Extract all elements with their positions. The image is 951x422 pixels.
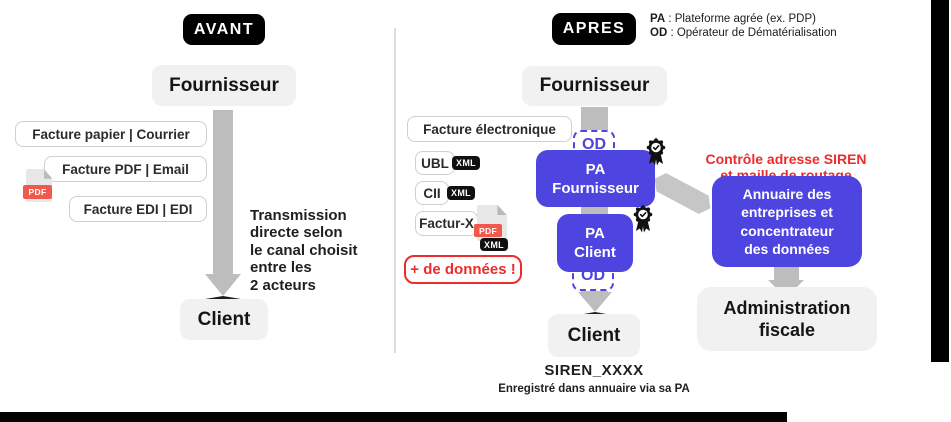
siren-note: Enregistré dans annuaire via sa PA: [479, 383, 709, 395]
client-label-left: Client: [197, 308, 251, 330]
apres-badge-label: APRES: [562, 20, 626, 37]
od-badge-top-label: OD: [582, 136, 606, 153]
legend-line-pa: PA : Plateforme agrée (ex. PDP): [650, 12, 890, 26]
facturx-file-fold: [497, 205, 507, 216]
format-ubl-label: UBL: [421, 155, 449, 171]
pa-supplier-line2: Fournisseur: [552, 179, 639, 197]
pa-supplier-line1: PA: [585, 160, 606, 178]
section-divider: [394, 28, 396, 353]
tax-admin-label: Administration fiscale: [723, 298, 851, 340]
siren-text: SIREN_XXXX: [544, 362, 644, 379]
channel-box-paper: Facture papier | Courrier: [15, 121, 207, 147]
pdf-file-fold: [43, 169, 52, 179]
pa-client-node: PA Client: [557, 214, 633, 272]
channel-box-edi: Facture EDI | EDI: [69, 196, 207, 222]
client-node-right: Client: [548, 314, 640, 357]
right-edge-bar: [931, 0, 949, 362]
more-data-label: + de données !: [410, 261, 516, 278]
left-flow-arrow-head: [205, 274, 241, 299]
format-box-cii: CII: [415, 181, 449, 205]
pa-client-line1: PA: [585, 225, 605, 242]
xml-tag-cii-label: XML: [451, 188, 471, 198]
pa-supplier-node: PA Fournisseur: [536, 150, 655, 207]
directory-to-tax-arrow-shaft: [774, 266, 799, 282]
avant-badge-label: AVANT: [193, 20, 255, 38]
xml-tag-ubl: XML: [452, 156, 480, 170]
format-facturx-label: Factur-X: [419, 216, 474, 231]
legend-od-abbr: OD: [650, 27, 668, 39]
bottom-edge-bar: [0, 412, 787, 422]
client-label-right: Client: [567, 324, 621, 346]
certification-rosette-icon: [646, 138, 666, 166]
legend: PA : Plateforme agrée (ex. PDP) OD : Opé…: [650, 12, 890, 40]
legend-pa-text: : Plateforme agrée (ex. PDP): [665, 13, 816, 25]
channel-pdf-label: Facture PDF | Email: [62, 161, 189, 177]
client-node-left: Client: [180, 299, 268, 340]
e-invoice-label: Facture électronique: [423, 121, 556, 137]
apres-badge: APRES: [552, 13, 636, 45]
channel-paper-label: Facture papier | Courrier: [32, 126, 190, 142]
format-cii-label: CII: [423, 185, 441, 201]
certification-rosette-icon: [633, 205, 653, 233]
pdf-tag-facturx-label: PDF: [479, 225, 497, 236]
pa-client-line2: Client: [574, 244, 616, 261]
channel-edi-label: Facture EDI | EDI: [83, 201, 193, 217]
xml-tag-cii: XML: [447, 186, 475, 200]
pdf-badge-left: PDF: [23, 185, 52, 199]
xml-tag-facturx-label: XML: [484, 239, 504, 250]
legend-od-text: : Opérateur de Dématérialisation: [667, 27, 837, 39]
format-box-ubl: UBL: [415, 151, 455, 175]
directory-label: Annuaire des entreprises et concentrateu…: [740, 185, 834, 258]
avant-badge: AVANT: [183, 14, 265, 45]
transmission-note: Transmission directe selon le canal choi…: [250, 189, 390, 294]
directory-node: Annuaire des entreprises et concentrateu…: [712, 176, 862, 267]
pdf-tag-facturx: PDF: [474, 224, 502, 237]
supplier-label-right: Fournisseur: [539, 75, 650, 96]
supplier-node-right: Fournisseur: [522, 66, 667, 106]
e-invoice-box: Facture électronique: [407, 116, 572, 142]
pdf-badge-left-label: PDF: [28, 187, 47, 197]
supplier-node-left: Fournisseur: [152, 65, 296, 106]
tax-admin-node: Administration fiscale: [697, 287, 877, 351]
siren-note-text: Enregistré dans annuaire via sa PA: [498, 383, 690, 395]
format-box-facturx: Factur-X: [415, 211, 478, 236]
xml-tag-facturx: XML: [480, 238, 508, 251]
supplier-label-left: Fournisseur: [169, 74, 279, 96]
xml-tag-ubl-label: XML: [456, 158, 476, 168]
right-flow-arrow-head: [578, 292, 612, 315]
more-data-box: + de données !: [404, 255, 522, 284]
left-flow-arrow-shaft: [213, 110, 233, 274]
legend-line-od: OD : Opérateur de Dématérialisation: [650, 26, 890, 40]
legend-pa-abbr: PA: [650, 13, 666, 25]
channel-box-pdf: Facture PDF | Email: [44, 156, 207, 182]
transmission-note-text: Transmission directe selon le canal choi…: [250, 206, 358, 294]
siren-label: SIREN_XXXX: [514, 362, 674, 379]
